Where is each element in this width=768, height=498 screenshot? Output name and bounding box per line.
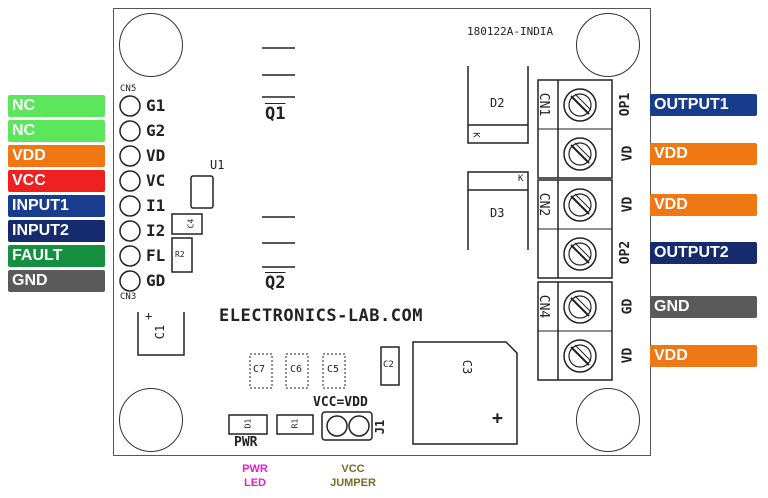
site-label: ELECTRONICS-LAB.COM	[219, 306, 423, 326]
c5-label: C5	[327, 364, 340, 375]
header-pin	[119, 95, 141, 117]
left-pin-tag: NC	[8, 95, 105, 117]
right-terminal-tag: VDD	[650, 194, 757, 216]
terminal-pin-name: OP2	[618, 240, 634, 265]
header-pin	[119, 145, 141, 167]
connector-label: CN4	[536, 294, 552, 319]
left-pin-tag: INPUT1	[8, 195, 105, 217]
c1-plus: +	[145, 309, 153, 323]
pwr-led-line2: LED	[244, 477, 266, 489]
connector-label: CN2	[536, 192, 552, 217]
vcc-jumper-line1: VCC	[341, 463, 365, 475]
header-pin	[119, 270, 141, 292]
left-pin-tag: VDD	[8, 145, 105, 167]
terminal-pin-name: GD	[620, 298, 636, 315]
r1-label: R1	[290, 418, 300, 429]
c1-label: C1	[153, 324, 168, 340]
vcc-jumper-annotation: VCC JUMPER	[318, 462, 388, 490]
d2-label: D2	[490, 96, 505, 110]
j1-label: J1	[373, 419, 388, 435]
left-pin-tag: GND	[8, 270, 105, 292]
header-pin	[119, 195, 141, 217]
header-pin	[119, 120, 141, 142]
jumper-label: VCC=VDD	[313, 395, 368, 410]
d3-k-label: K	[518, 174, 524, 184]
terminal-pin-name: VD	[620, 196, 636, 213]
mounting-hole-top-left	[119, 13, 183, 77]
c6-label: C6	[290, 364, 303, 375]
d2-k-label: K	[470, 132, 481, 138]
header-pin-name: FL	[146, 246, 166, 265]
left-pin-tag: FAULT	[8, 245, 105, 267]
terminal-pin-name: VD	[620, 145, 636, 162]
header-pin-name: VC	[146, 171, 166, 190]
left-pin-tag: NC	[8, 120, 105, 142]
pwr-label: PWR	[234, 435, 258, 450]
vcc-jumper-line2: JUMPER	[330, 477, 376, 489]
header-pin-name: I2	[146, 221, 166, 240]
d3-label: D3	[490, 206, 505, 220]
pwr-led-annotation: PWR LED	[232, 462, 278, 490]
header-pin-name: I1	[146, 196, 166, 215]
d1-label: D1	[243, 418, 253, 429]
c7-label: C7	[253, 364, 266, 375]
header-cn5-label: CN5	[120, 84, 137, 94]
header-cn3-label: CN3	[120, 292, 137, 302]
right-terminal-tag: VDD	[650, 143, 757, 165]
r2-label: R2	[175, 250, 185, 259]
left-pin-tag: INPUT2	[8, 220, 105, 242]
q2-label: Q2	[265, 273, 286, 293]
connector-label: CN1	[536, 92, 552, 117]
pwr-led-line1: PWR	[242, 463, 268, 475]
right-terminal-tag: VDD	[650, 345, 757, 367]
terminal-pin-name: OP1	[618, 92, 634, 117]
c3-plus: +	[492, 408, 503, 429]
left-pin-tag: VCC	[8, 170, 105, 192]
c4-label: C4	[186, 218, 196, 229]
board-code: 180122A-INDIA	[467, 25, 554, 38]
mounting-hole-bottom-right	[576, 388, 640, 452]
u1-label: U1	[210, 158, 225, 172]
c2-label: C2	[383, 360, 394, 370]
header-pin-name: GD	[146, 271, 166, 290]
right-terminal-tag: OUTPUT2	[650, 242, 757, 264]
terminal-pin-name: VD	[620, 347, 636, 364]
mounting-hole-bottom-left	[119, 388, 183, 452]
q1-label: Q1	[265, 104, 286, 124]
c3-label: C3	[460, 359, 475, 375]
header-pin-name: VD	[146, 146, 166, 165]
header-pin	[119, 220, 141, 242]
header-pin-name: G1	[146, 96, 166, 115]
right-terminal-tag: GND	[650, 296, 757, 318]
mounting-hole-top-right	[576, 13, 640, 77]
right-terminal-tag: OUTPUT1	[650, 94, 757, 116]
header-pin	[119, 245, 141, 267]
header-pin-name: G2	[146, 121, 166, 140]
header-pin	[119, 170, 141, 192]
